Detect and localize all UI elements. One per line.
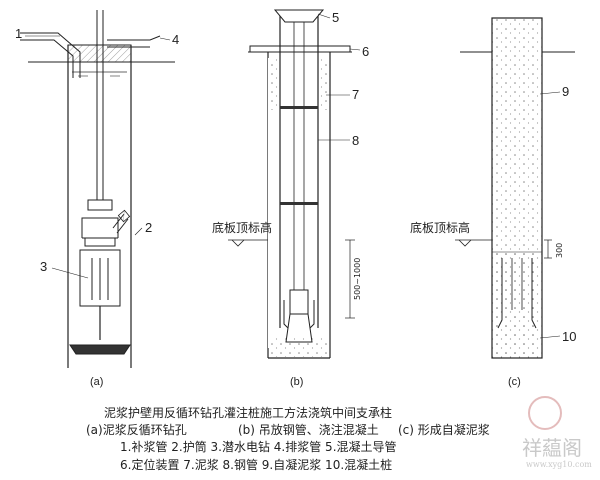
caption-sub-b: (b) 吊放钢管、浇注混凝土 <box>238 423 379 437</box>
panel-c: 底板顶标高 300 9 10 (c) <box>410 17 576 388</box>
concrete-pile <box>493 252 541 357</box>
watermark-url: www.xyg10.com <box>526 460 592 469</box>
panel-b: 底板顶标高 500~1000 5 6 7 8 (b) <box>212 9 369 388</box>
tube-joint-1 <box>280 106 318 109</box>
tube-joint-2 <box>280 202 318 205</box>
callout-8: 8 <box>352 133 359 148</box>
callout-1: 1 <box>15 26 22 41</box>
callout-4: 4 <box>172 32 179 47</box>
caption-sub-c: (c) 形成自凝泥浆 <box>398 423 490 437</box>
caption-sub-a: (a)泥浆反循环钻孔 <box>86 423 187 437</box>
level-label-c: 底板顶标高 <box>410 220 470 235</box>
tremie-funnel <box>273 9 325 23</box>
dimension-label-c: 300 <box>555 243 564 258</box>
callout-2: 2 <box>145 220 152 235</box>
panel-c-label: (c) <box>508 376 521 388</box>
caption-legend-2: 6.定位装置 7.泥浆 8.钢管 9.自凝泥浆 10.混凝土桩 <box>120 458 393 472</box>
panel-b-label: (b) <box>290 376 303 388</box>
positioning-device <box>249 45 351 53</box>
slurry-left <box>268 58 280 110</box>
drill-clamp <box>84 237 116 247</box>
drill-bit <box>69 344 131 355</box>
discharge-pipe <box>107 35 161 41</box>
slurry-right <box>318 58 330 110</box>
callout-6: 6 <box>362 44 369 59</box>
watermark-text: 祥藴阁 <box>522 436 582 460</box>
caption-title: 泥浆护壁用反循环钻孔灌注桩施工方法浇筑中间支承柱 <box>104 406 393 420</box>
dimension-label-b: 500~1000 <box>353 258 362 300</box>
panel-a: 1 2 3 4 (a) <box>15 10 179 388</box>
callout-5: 5 <box>332 10 339 25</box>
watermark-seal-icon <box>528 396 562 430</box>
concrete-bottom <box>269 338 329 357</box>
caption-legend-1: 1.补浆管 2.护筒 3.潜水电钻 4.排浆管 5.混凝土导管 <box>120 440 397 454</box>
casing-top <box>67 44 132 63</box>
callout-9: 9 <box>562 84 569 99</box>
level-label-b: 底板顶标高 <box>212 220 272 235</box>
callout-10: 10 <box>562 329 576 344</box>
panel-a-label: (a) <box>90 376 103 388</box>
supply-pipe <box>20 32 81 78</box>
callout-7: 7 <box>352 87 359 102</box>
callout-3: 3 <box>40 259 47 274</box>
